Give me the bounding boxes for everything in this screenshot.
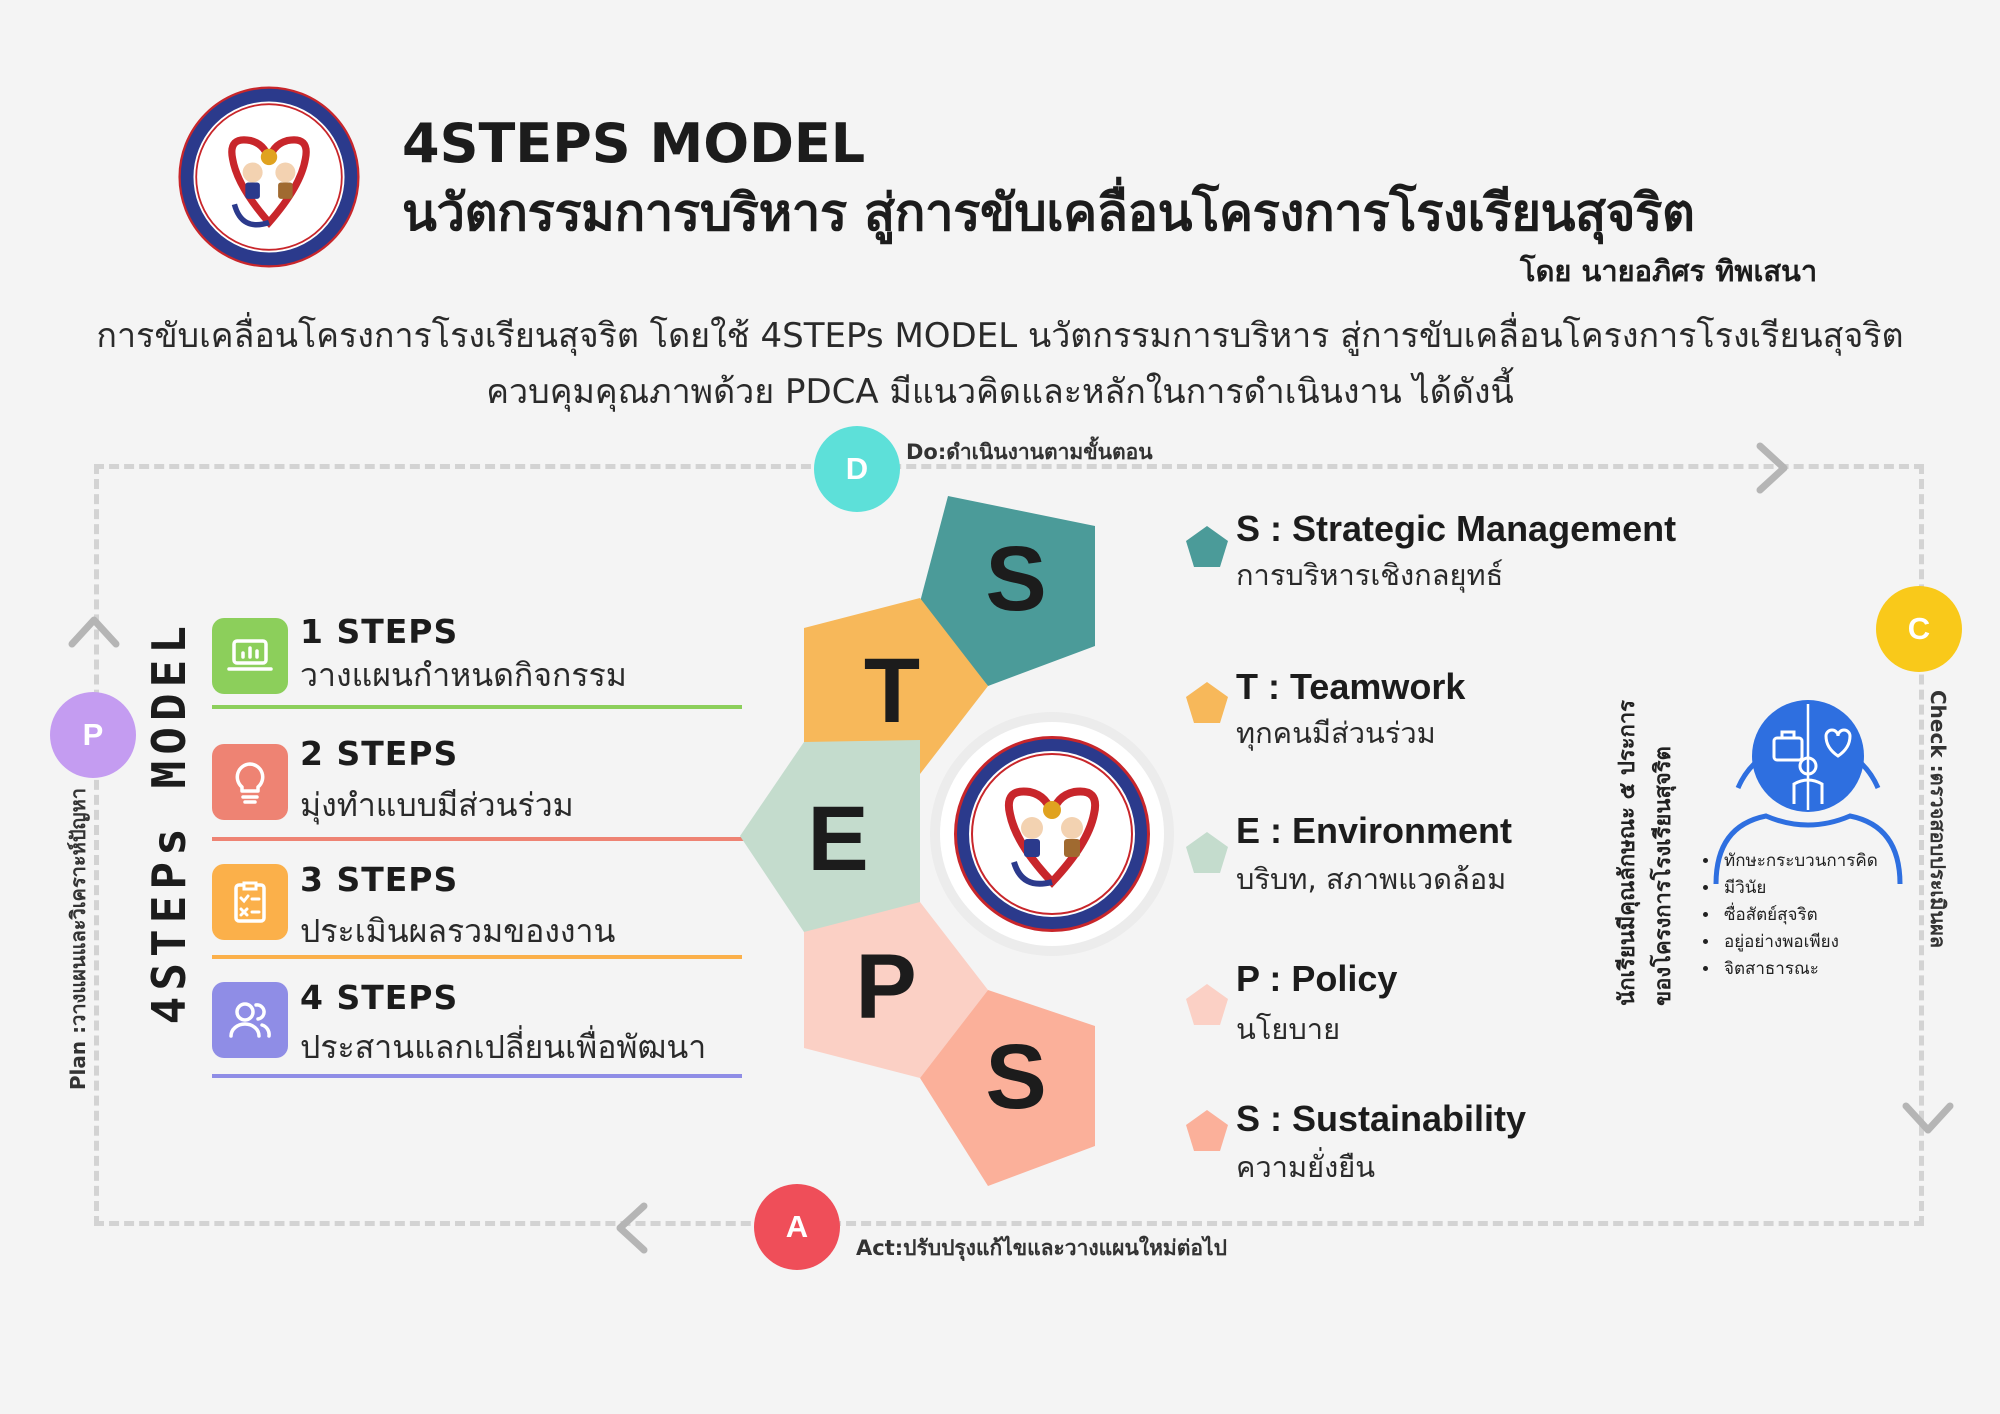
step-1-icon-tile	[212, 618, 288, 694]
chevron-up-icon	[68, 616, 120, 648]
step-4-icon-tile	[212, 982, 288, 1058]
qualities-list-item: จิตสาธารณะ	[1720, 956, 1878, 983]
do-label: Do:ดำเนินงานตามขั้นตอน	[906, 440, 1153, 464]
item-policy-subtitle: นโยบาย	[1236, 1012, 1341, 1046]
step-2-title: 2 STEPS	[300, 734, 459, 773]
steps-pentagon-ring: S T E P S	[740, 496, 1095, 1186]
step-3-underline	[212, 955, 742, 959]
model-vertical-label: 4STEPs MODEL	[142, 620, 196, 1025]
step-3-title: 3 STEPS	[300, 860, 459, 899]
step-4-subtitle: ประสานแลกเปลี่ยนเพื่อพัฒนา	[300, 1028, 707, 1066]
do-badge: D	[814, 426, 900, 512]
item-policy-title: P : Policy	[1236, 958, 1398, 999]
check-badge: C	[1876, 586, 1962, 672]
chevron-down-icon	[1902, 1102, 1954, 1134]
check-label: Check :ตรวจสอบประเมินผล	[1926, 690, 1950, 949]
pentagon-t-teamwork	[804, 598, 988, 774]
qualities-list: ทักษะกระบวนการคิด มีวินัย ซื่อสัตย์สุจริ…	[1700, 848, 1878, 983]
plan-badge: P	[50, 692, 136, 778]
pentagon-bullet-peach-icon	[1186, 984, 1228, 1025]
act-label: Act:ปรับปรุงแก้ไขและวางแผนใหม่ต่อไป	[856, 1236, 1227, 1260]
item-sustainability-title: S : Sustainability	[1236, 1098, 1527, 1139]
step-2-icon-tile	[212, 744, 288, 820]
author-byline: โดย นายอภิศร ทิพเสนา	[1520, 254, 1818, 288]
step-3-subtitle: ประเมินผลรวมของงาน	[300, 912, 616, 950]
item-strategic-title: S : Strategic Management	[1236, 508, 1677, 549]
laptop-chart-icon	[227, 639, 273, 671]
users-icon	[229, 1002, 271, 1038]
act-badge: A	[754, 1184, 840, 1270]
step-4-title: 4 STEPS	[300, 978, 459, 1017]
student-person-icon	[1713, 700, 1903, 884]
chevron-left-icon	[616, 1202, 648, 1254]
checklist-icon	[234, 881, 266, 923]
intro-line-1: การขับเคลื่อนโครงการโรงเรียนสุจริต โดยใช…	[96, 316, 1904, 356]
step-2-underline	[212, 837, 742, 841]
pentagon-letter-e: E	[807, 788, 868, 890]
lightbulb-icon	[235, 762, 265, 804]
pentagon-bullet-mint-icon	[1186, 832, 1228, 873]
qualities-heading-line-1: นักเรียนมีคุณลักษณะ ๕ ประการ	[1615, 700, 1640, 1006]
step-3-icon-tile	[212, 864, 288, 940]
chevron-right-icon	[1756, 442, 1788, 494]
item-teamwork-subtitle: ทุกคนมีส่วนร่วม	[1236, 716, 1436, 750]
qualities-list-item: มีวินัย	[1720, 875, 1878, 902]
qualities-heading: นักเรียนมีคุณลักษณะ ๕ ประการ ของโครงการโ…	[1610, 700, 1682, 1006]
pdca-cycle-frame	[94, 464, 1924, 1226]
step-2-subtitle: มุ่งทำแบบมีส่วนร่วม	[300, 786, 574, 824]
step-1-underline	[212, 705, 742, 709]
item-environment-subtitle: บริบท, สภาพแวดล้อม	[1236, 862, 1507, 896]
pentagon-bullet-salmon-icon	[1186, 1110, 1228, 1151]
qualities-list-item: อยู่อย่างพอเพียง	[1720, 929, 1878, 956]
step-4-underline	[212, 1074, 742, 1078]
intro-line-2: ควบคุมคุณภาพด้วย PDCA มีแนวคิดและหลักในก…	[486, 372, 1514, 412]
item-sustainability-subtitle: ความยั่งยืน	[1236, 1150, 1376, 1184]
item-strategic-subtitle: การบริหารเชิงกลยุทธ์	[1236, 558, 1504, 592]
pentagon-s-sustainability	[920, 990, 1095, 1186]
qualities-list-item: ซื่อสัตย์สุจริต	[1720, 902, 1878, 929]
pentagon-letter-s2: S	[985, 1026, 1046, 1128]
pentagon-bullet-teal-icon	[1186, 526, 1228, 567]
center-emblem	[930, 712, 1174, 956]
pentagon-s-strategic	[920, 496, 1095, 686]
qualities-list-item: ทักษะกระบวนการคิด	[1720, 848, 1878, 875]
pentagon-letter-p: P	[855, 936, 916, 1038]
pentagon-bullet-orange-icon	[1186, 682, 1228, 723]
pentagon-e-environment	[740, 740, 920, 932]
item-environment-title: E : Environment	[1236, 810, 1513, 851]
plan-label: Plan :วางแผนและวิเคราะห์ปัญหา	[66, 788, 90, 1091]
qualities-heading-line-2: ของโครงการโรงเรียนสุจริต	[1651, 746, 1676, 1006]
title-line-1: 4STEPS MODEL	[402, 112, 866, 175]
pentagon-letter-t: T	[864, 640, 920, 742]
pentagon-p-policy	[804, 902, 988, 1078]
item-teamwork-title: T : Teamwork	[1236, 666, 1466, 707]
step-1-subtitle: วางแผนกำหนดกิจกรรม	[300, 656, 627, 694]
pentagon-letter-s1: S	[985, 528, 1046, 630]
step-1-title: 1 STEPS	[300, 612, 459, 651]
school-logo	[178, 86, 360, 268]
title-line-2: นวัตกรรมการบริหาร สู่การขับเคลื่อนโครงกา…	[402, 184, 1695, 243]
